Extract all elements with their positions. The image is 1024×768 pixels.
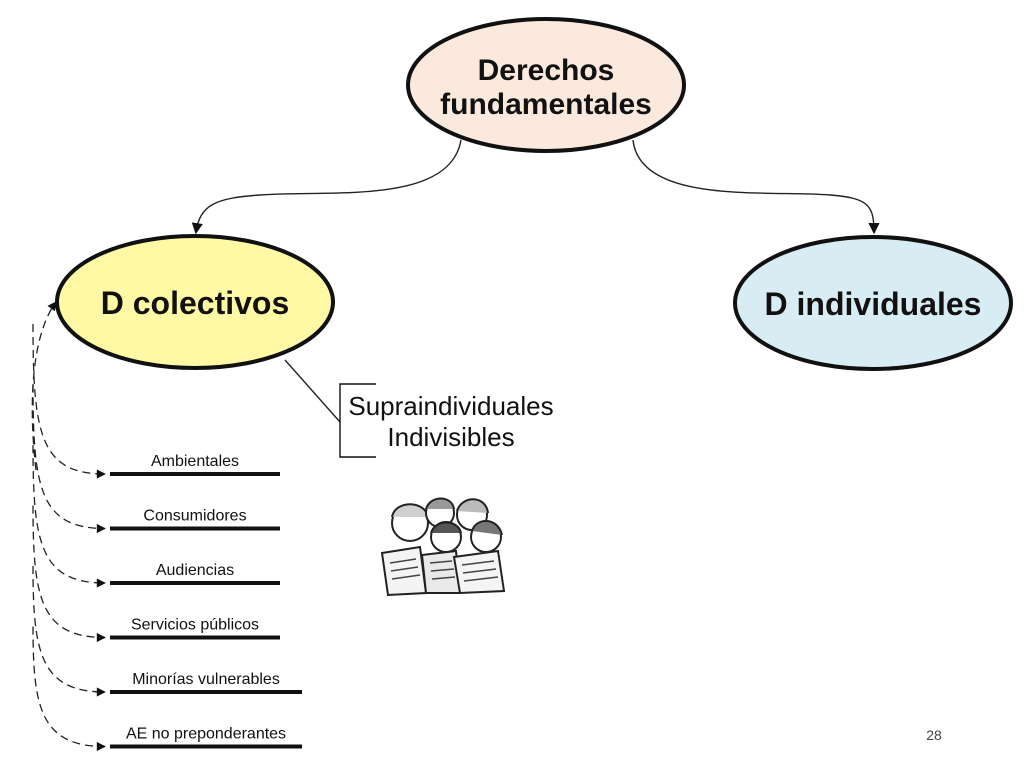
features-bracket — [339, 383, 376, 458]
dashed-arrow-to-collective — [31, 301, 57, 471]
collective-categories: AmbientalesConsumidoresAudienciasServici… — [31, 301, 302, 752]
edge-root-to-collective — [191, 139, 462, 235]
category-label: Servicios públicos — [131, 617, 259, 634]
individual-node-shape — [733, 235, 1013, 371]
root-node-label-line2: fundamentales — [440, 88, 652, 121]
root-node-label-line1: Derechos — [478, 54, 615, 87]
collective-node: D colectivos — [55, 234, 335, 370]
dashed-arrow-to-category — [32, 384, 106, 534]
category-label: Minorías vulnerables — [132, 671, 280, 688]
individual-node: D individuales — [733, 235, 1013, 371]
root-node: Derechos fundamentales — [406, 17, 686, 153]
category-label: Audiencias — [156, 562, 234, 579]
dashed-arrow-to-category — [32, 626, 106, 752]
slide-number: 28 — [926, 727, 942, 743]
dashed-arrow-to-category — [32, 565, 106, 697]
category-label: Consumidores — [143, 508, 246, 525]
people-reading-rights-icon — [380, 497, 506, 597]
dashed-arrow-to-category — [32, 323, 106, 479]
root-node-shape — [406, 17, 686, 153]
feature-indivisibles: Indivisibles — [387, 422, 514, 452]
dashed-arrow-to-category — [32, 444, 106, 588]
feature-supraindividuales: Supraindividuales — [348, 391, 553, 421]
category-label: Ambientales — [151, 453, 239, 470]
collective-node-label: D colectivos — [101, 285, 290, 321]
edge-collective-to-features — [284, 359, 341, 423]
edge-root-to-individual — [632, 139, 880, 235]
category-label: AE no preponderantes — [126, 726, 286, 743]
individual-node-label: D individuales — [765, 286, 982, 322]
dashed-arrow-to-category — [32, 505, 106, 643]
collective-node-shape — [55, 234, 335, 370]
